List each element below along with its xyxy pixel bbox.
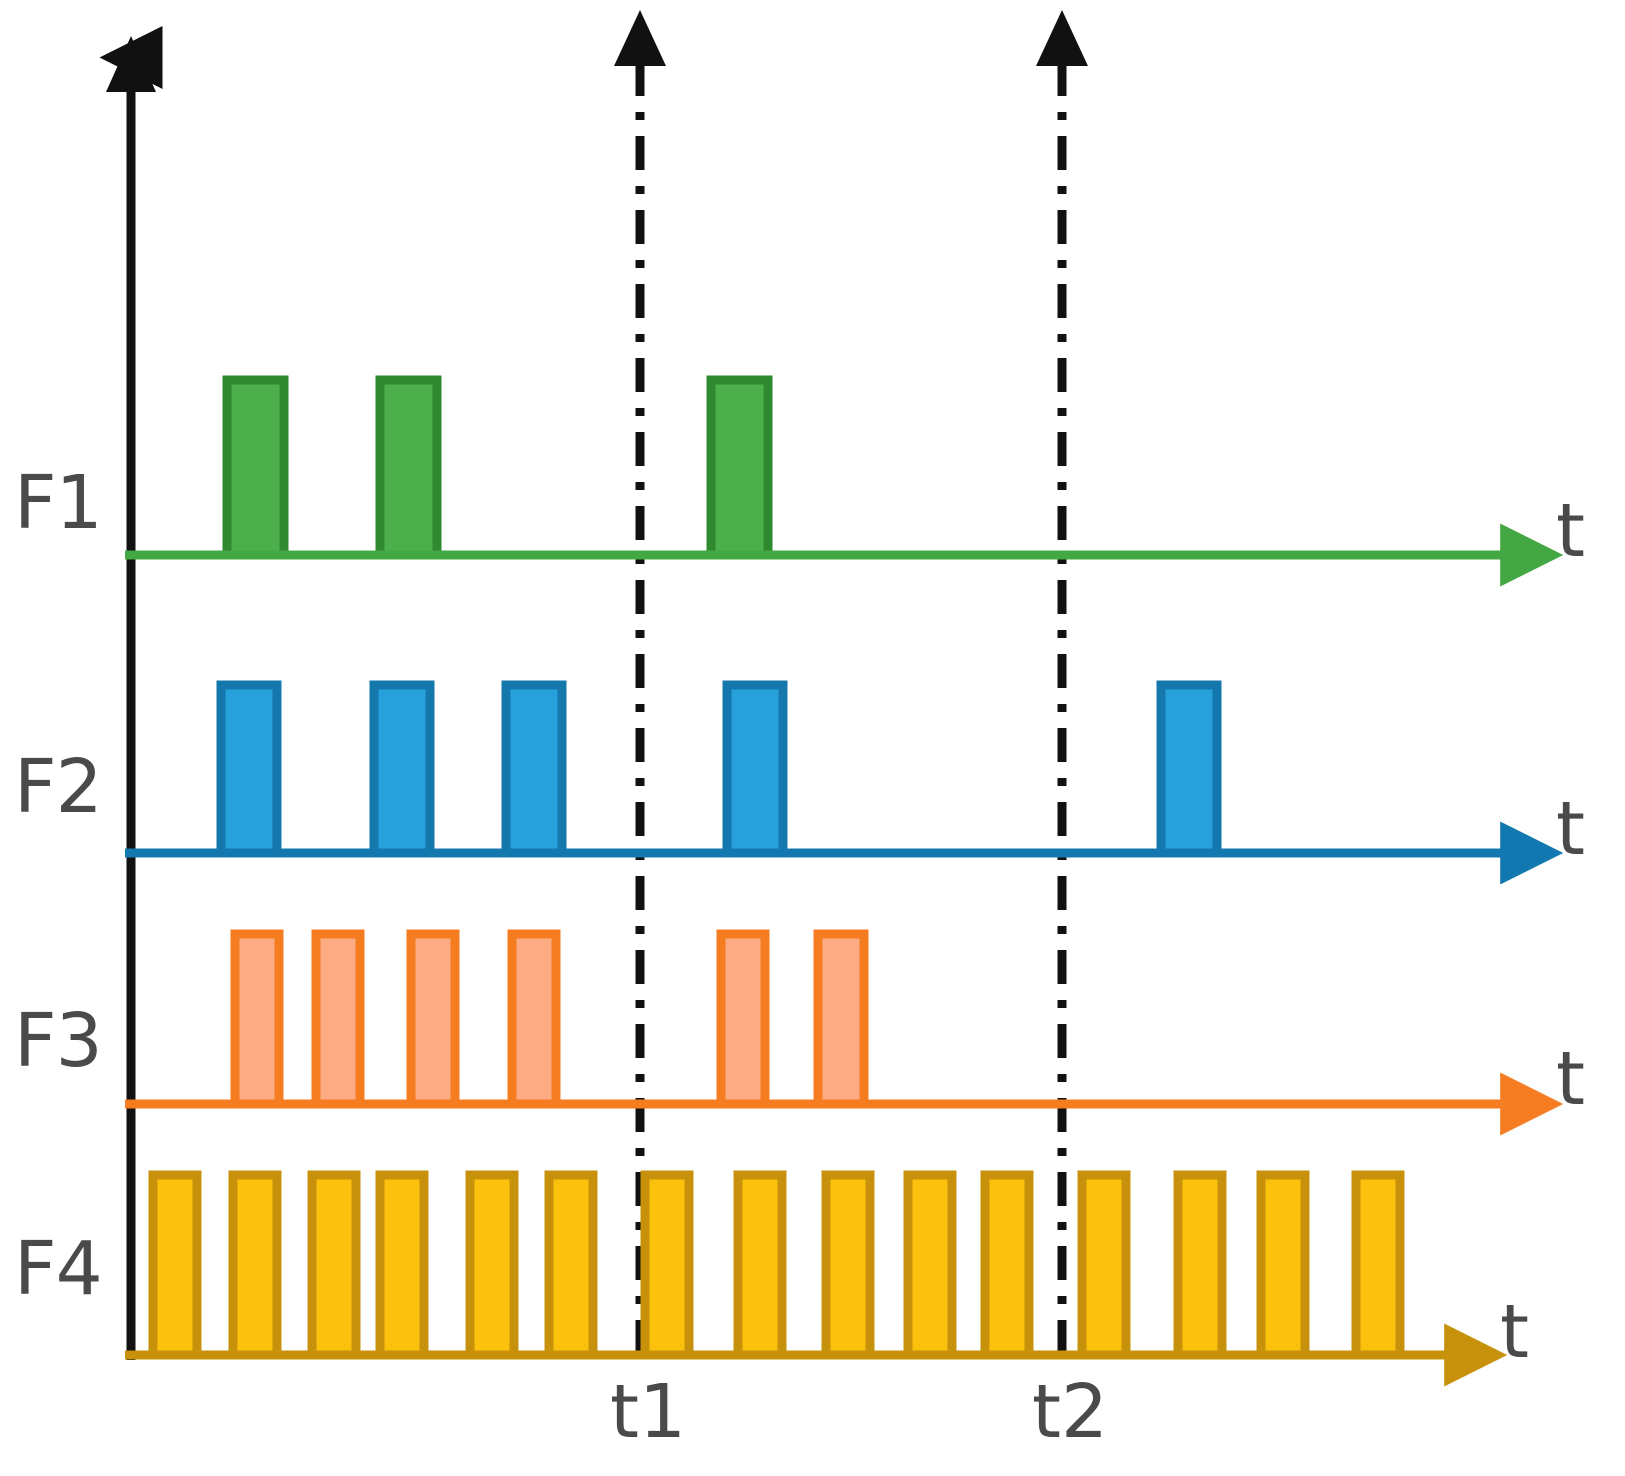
pulse-f1-1	[222, 375, 289, 560]
pulse-f4-1	[148, 1170, 202, 1360]
time-axis-label-f4: t	[1500, 1289, 1530, 1375]
pulse-f4-8	[733, 1170, 787, 1360]
pulse-f3-1	[230, 929, 284, 1109]
pulse-f1-3	[706, 375, 773, 560]
pulse-f4-15	[1351, 1170, 1405, 1360]
pulse-f4-13	[1173, 1170, 1227, 1360]
time-axis-label-f3: t	[1556, 1036, 1586, 1122]
pulse-f4-3	[307, 1170, 361, 1360]
series-label-f1: F1	[14, 460, 103, 546]
pulse-f2-1	[216, 680, 282, 858]
marker-arrowhead-t2	[1036, 10, 1088, 66]
pulse-f2-5	[1156, 680, 1222, 858]
series-label-f4: F4	[14, 1226, 103, 1312]
pulse-f3-4	[507, 929, 561, 1109]
time-axis-label-f2: t	[1556, 786, 1586, 872]
pulse-f2-3	[501, 680, 567, 858]
pulse-f4-10	[903, 1170, 957, 1360]
pulse-f4-7	[640, 1170, 694, 1360]
pulse-f4-9	[821, 1170, 875, 1360]
pulse-f3-3	[406, 929, 460, 1109]
pulse-f4-11	[980, 1170, 1034, 1360]
marker-label-t1: t1	[610, 1369, 687, 1455]
pulse-f2-2	[369, 680, 435, 858]
pulse-f3-6	[813, 929, 869, 1109]
series-label-f3: F3	[14, 998, 103, 1084]
pulse-f4-5	[465, 1170, 519, 1360]
pulse-f3-2	[311, 929, 365, 1109]
pulse-f2-4	[722, 680, 788, 858]
marker-arrowhead-t1	[614, 10, 666, 66]
time-axis-label-f1: t	[1556, 488, 1586, 574]
value-axis-arrowhead	[106, 36, 156, 92]
pulse-f1-2	[375, 375, 442, 560]
pulse-f4-2	[228, 1170, 282, 1360]
pulse-f4-6	[544, 1170, 598, 1360]
pulse-f4-12	[1077, 1170, 1131, 1360]
series-label-f2: F2	[14, 744, 103, 830]
pulse-f4-14	[1256, 1170, 1310, 1360]
pulse-f4-4	[375, 1170, 429, 1360]
pulse-f3-5	[716, 929, 770, 1109]
generated-shapes	[99, 10, 1564, 1387]
marker-label-t2: t2	[1032, 1369, 1109, 1455]
